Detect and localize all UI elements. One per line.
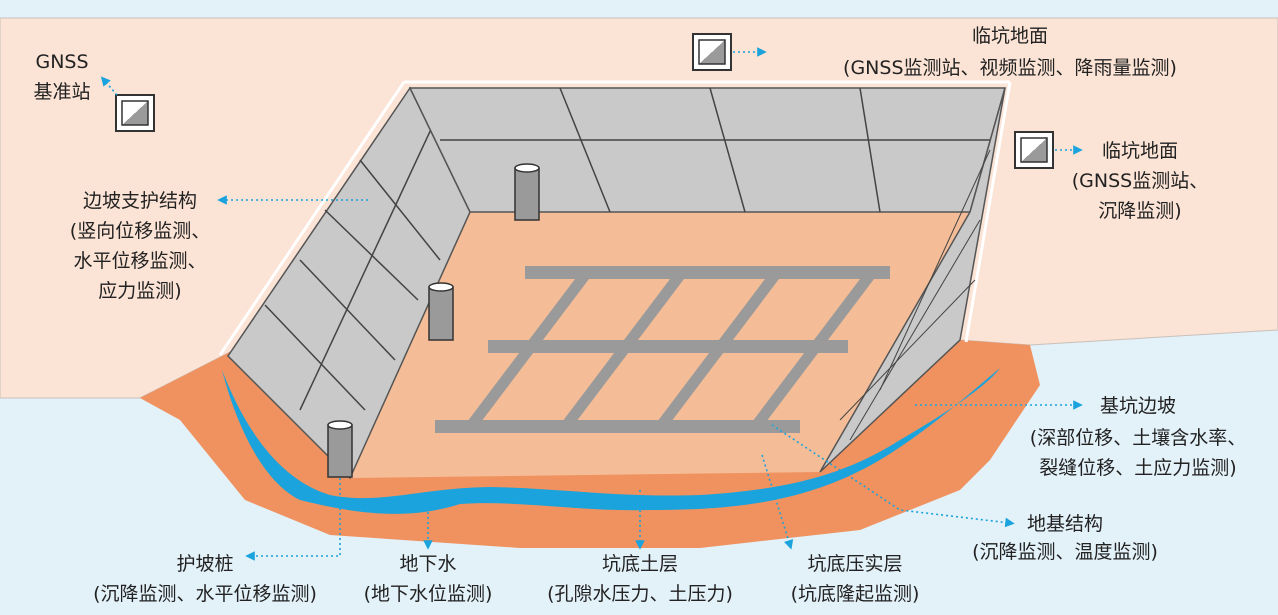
groundwater-detail: (地下水位监测) [364, 583, 493, 605]
ground-top-detail: (GNSS监测站、视频监测、降雨量监测) [843, 57, 1177, 79]
slope-pile-top [514, 163, 540, 221]
right-wall-outline [964, 81, 1012, 343]
pile-detail: (沉降监测、水平位移监测) [93, 583, 317, 605]
pit-slope-line3: 裂缝位移、土应力监测) [1039, 457, 1236, 479]
leader-pile [245, 478, 341, 561]
ground-top-title: 临坑地面 [972, 25, 1048, 47]
right-support-wall [819, 87, 1006, 473]
slope-support-line4: 应力监测) [98, 280, 181, 302]
back-wall-grid [440, 87, 990, 213]
slope-pile-bottom [327, 420, 353, 478]
soil-detail: (孔隙水压力、土压力) [547, 583, 733, 605]
ground-right-station-icon [1014, 131, 1054, 169]
leader-compact [761, 454, 794, 550]
groundwater-band [222, 368, 1000, 514]
leader-foundation [771, 424, 1015, 528]
ground-top-station-icon [692, 33, 732, 71]
left-wall-grid [264, 109, 441, 411]
pile-title: 护坡桩 [176, 553, 233, 575]
pit-slope-title: 基坑边坡 [1100, 395, 1176, 417]
slope-support-title: 边坡支护结构 [83, 190, 197, 212]
groundwater-title: 地下水 [399, 553, 456, 575]
ground-right-line3: 沉降监测) [1098, 200, 1181, 222]
gnss-base-label-line2: 基准站 [33, 81, 90, 103]
ground-right-line2: (GNSS监测站、 [1072, 170, 1208, 192]
foundation-grid [435, 266, 890, 433]
pit-slope-line2: (深部位移、土壤含水率、 [1030, 427, 1246, 449]
ground-right-title: 临坑地面 [1102, 140, 1178, 162]
slope-support-line3: 水平位移监测、 [73, 250, 206, 272]
compact-detail: (坑底隆起监测) [791, 583, 920, 605]
left-wall-outline [218, 81, 406, 356]
gnss-base-station-icon [115, 94, 155, 132]
foundation-detail: (沉降监测、温度监测) [972, 541, 1158, 563]
leader-lines [100, 47, 1083, 561]
soil-title: 坑底土层 [602, 553, 678, 575]
compact-title: 坑底压实层 [807, 553, 902, 575]
back-support-wall [408, 87, 1006, 213]
leader-gnss-base [100, 76, 118, 96]
foundation-title: 地基结构 [1027, 513, 1103, 535]
slope-pile-middle [428, 282, 454, 341]
slope-support-line2: (竖向位移监测、 [70, 220, 210, 242]
gnss-base-label-line1: GNSS [35, 51, 88, 73]
right-wall-grid [839, 149, 991, 441]
